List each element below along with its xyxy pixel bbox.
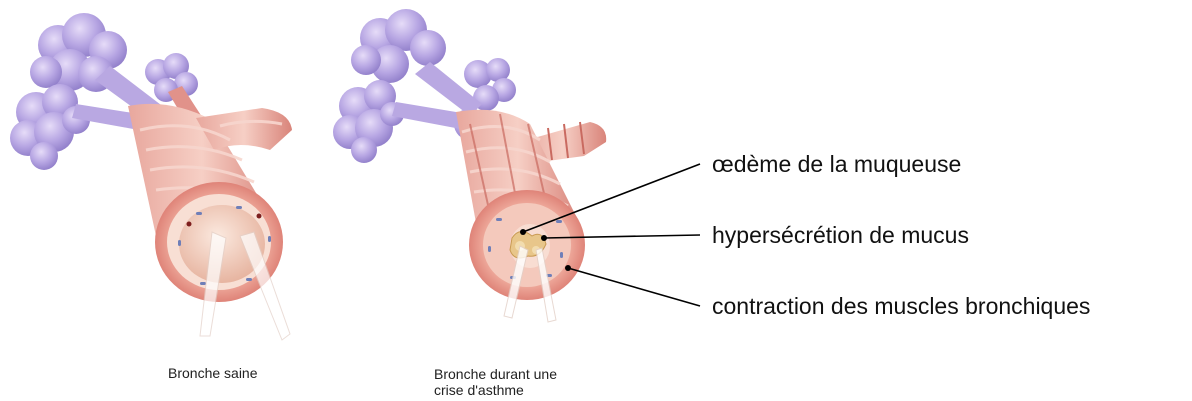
caption-asthma-bronchus-line-2: crise d'asthme xyxy=(434,383,524,398)
healthy-bronchus xyxy=(10,13,292,340)
label-mucosa-edema: œdème de la muqueuse xyxy=(712,151,961,177)
label-mucus-hypersecretion: hypersécrétion de mucus xyxy=(712,222,969,248)
label-bronchial-muscle-contraction: contraction des muscles bronchiques xyxy=(712,293,1090,319)
leader-line-muscles xyxy=(568,268,700,306)
caption-healthy-bronchus: Bronche saine xyxy=(168,366,258,381)
caption-asthma-bronchus-line-1: Bronche durant une xyxy=(434,367,557,382)
asthma-bronchus xyxy=(333,9,606,322)
